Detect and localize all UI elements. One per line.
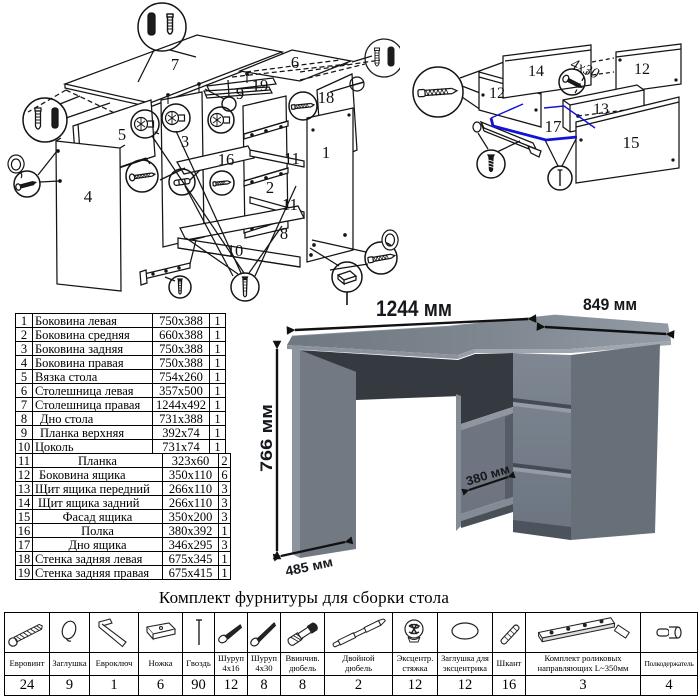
svg-text:12: 12 [634, 61, 650, 78]
svg-text:1: 1 [322, 143, 330, 162]
svg-text:4: 4 [84, 187, 93, 206]
svg-text:19: 19 [252, 76, 269, 95]
svg-text:3: 3 [181, 132, 189, 151]
svg-text:485 мм: 485 мм [284, 554, 334, 579]
svg-text:14: 14 [528, 63, 544, 80]
svg-text:13: 13 [593, 101, 609, 118]
svg-text:1244 мм: 1244 мм [376, 296, 452, 321]
svg-text:8: 8 [280, 224, 288, 243]
svg-text:17: 17 [545, 117, 563, 136]
svg-text:10: 10 [227, 241, 244, 260]
svg-text:7: 7 [171, 55, 179, 74]
svg-text:849 мм: 849 мм [583, 295, 637, 314]
svg-text:9: 9 [236, 84, 244, 103]
svg-text:18: 18 [318, 88, 335, 107]
svg-text:12: 12 [489, 85, 505, 102]
svg-text:766 мм: 766 мм [257, 404, 276, 472]
svg-text:5: 5 [118, 125, 126, 144]
svg-text:16: 16 [218, 150, 235, 169]
svg-text:6: 6 [291, 53, 299, 72]
svg-text:2: 2 [266, 178, 274, 197]
svg-text:11: 11 [284, 149, 300, 168]
svg-text:11: 11 [282, 195, 298, 214]
svg-text:15: 15 [623, 133, 640, 152]
